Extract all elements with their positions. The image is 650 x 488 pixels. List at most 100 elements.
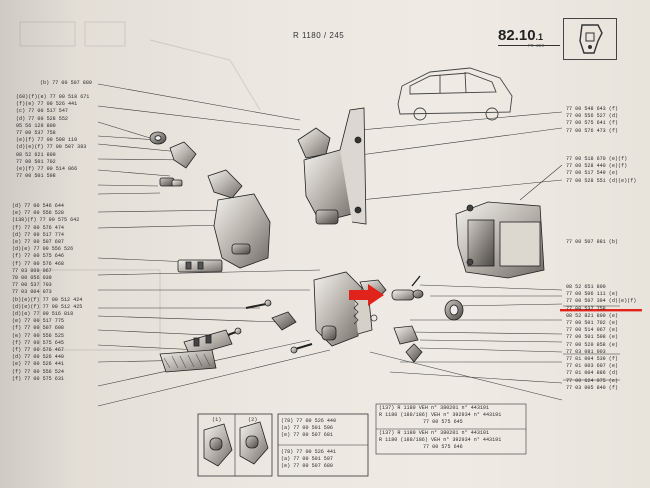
ref-item: (d) 77 00 517 774 xyxy=(12,231,64,238)
ref-item: 77 03 005 840 (f) xyxy=(566,384,618,391)
ref-item: (e) 77 00 556 525 xyxy=(12,332,64,339)
ref-item: 77 00 548 643 (f) xyxy=(566,106,618,112)
ref-item: 70 00 056 039 xyxy=(12,275,52,282)
ref-item: (e) 77 00 517 775 xyxy=(12,318,64,325)
ref-item: R 1180 (188/186) VEH n° 392934 n° 443191 xyxy=(379,412,502,419)
ref-item: 08 52 621 800 xyxy=(16,151,56,158)
ref-item: 05 56 129 800 xyxy=(16,122,56,129)
right-top-ref-column: 77 00 518 670 (e)(f) 77 00 528 440 (e)(f… xyxy=(566,156,636,185)
ref-item: (60)(f)(e) 77 00 518 671 xyxy=(16,94,90,100)
ref-item: 77 00 507 681 xyxy=(293,432,333,439)
ref-item: 77 00 501 702 xyxy=(16,158,56,165)
bottom-ref-box-left: (78) 77 00 526 441 (a) 77 00 501 597 (e)… xyxy=(281,449,336,471)
ref-item: (137) R 1180 VEH n° 380201 n° 443191 xyxy=(379,430,490,436)
ref-item: (d)(e)(f) 77 00 507 383 xyxy=(16,144,87,151)
striker-plate xyxy=(455,201,545,279)
ref-item: (e) 77 00 526 441 xyxy=(12,361,64,368)
ref-item: (f) 77 00 575 646 xyxy=(12,253,64,260)
bottom-latch-variants xyxy=(203,421,269,467)
ref-item: 77 03 081 003 xyxy=(566,348,606,355)
variant-label-2: (2) xyxy=(248,417,258,423)
ref-tag: (78) xyxy=(281,418,294,424)
header-rule xyxy=(498,45,560,46)
ref-tag: (e) xyxy=(281,463,291,470)
ref-item: (d) 77 00 528 552 xyxy=(16,115,68,122)
ref-item: (137) R 1180 VEH n° 380201 n° 443191 xyxy=(379,405,490,411)
ref-item: 77 00 537 758 xyxy=(16,130,56,137)
variant-label-1: (1) xyxy=(212,417,222,423)
ref-item: (f)(e) 77 00 526 441 xyxy=(16,101,78,108)
ref-item: (f) 77 00 576 474 xyxy=(12,224,64,231)
ref-item: (d)(e) 77 00 556 526 xyxy=(12,246,74,253)
ref-item: 77 03 004 073 xyxy=(12,289,52,296)
ref-item: 77 00 517 549 (e) xyxy=(566,170,618,177)
ref-item: 77 00 518 670 (e)(f) xyxy=(566,156,628,162)
ref-item: (d)(e)(f) 77 00 512 425 xyxy=(12,303,83,310)
car-silhouette-icon xyxy=(397,67,513,121)
ref-tag: (78) xyxy=(281,449,294,455)
right-top-ref-column: 77 00 507 881 (b) xyxy=(566,239,618,246)
ref-item: 77 00 556 527 (d) xyxy=(566,113,618,120)
ref-item: (f) 77 00 575 645 xyxy=(12,339,64,346)
ref-item: 77 00 507 680 xyxy=(293,463,333,470)
page-number-sub: .1 xyxy=(535,32,544,42)
ref-item: (138)(f) 77 00 575 642 xyxy=(12,217,80,224)
ref-item: (b)(e)(f) 77 00 512 424 xyxy=(12,296,83,303)
highlight-underline xyxy=(560,309,642,312)
ref-item: (f) 77 00 576 467 xyxy=(12,347,64,354)
leader-lines-right xyxy=(359,111,563,401)
ref-item: (d) 77 00 526 440 xyxy=(12,354,64,361)
ref-item: (f) 77 00 575 631 xyxy=(12,375,64,382)
ref-item: 77 00 507 394 (d)(e)(f) xyxy=(566,298,637,305)
ref-item: (f) 77 00 576 468 xyxy=(12,260,64,267)
ref-item: 77 01 003 607 (e) xyxy=(566,363,618,370)
lock-parts-top-left xyxy=(149,131,271,273)
ref-item: 77 00 514 067 (e) xyxy=(566,327,618,334)
ref-tag: (a) xyxy=(281,456,291,463)
ref-item: 08 52 651 800 xyxy=(566,284,606,290)
ref-tag: (e) xyxy=(281,432,291,439)
ref-item: (d) 77 00 546 644 xyxy=(12,203,64,209)
page-note: PR 380 xyxy=(528,44,545,49)
ref-item: 77 00 575 641 (f) xyxy=(566,120,618,127)
ref-item: 08 52 821 800 (e) xyxy=(566,312,618,319)
ref-item: 77 00 537 703 xyxy=(12,282,52,289)
ref-item: 77 00 506 111 (e) xyxy=(566,291,618,298)
ref-item: 77 00 501 702 (e) xyxy=(566,320,618,327)
bottom-ref-box-right: (137) R 1180 VEH n° 380201 n° 443191 R 1… xyxy=(379,405,501,427)
right-top-ref-column: 77 00 548 643 (f) 77 00 556 527 (d) 77 0… xyxy=(566,106,618,135)
ref-item: 77 00 520 858 (e) xyxy=(566,341,618,348)
ref-item: 77 03 009 067 xyxy=(12,267,52,274)
ref-item: 77 00 575 646 xyxy=(423,444,463,451)
bleed-through-artwork xyxy=(19,21,261,351)
ref-item: R 1180 (188/186) VEH n° 392934 n° 443191 xyxy=(379,437,502,444)
bottom-ref-box-right: (137) R 1180 VEH n° 380201 n° 443191 R 1… xyxy=(379,430,501,452)
lock-bracket-top xyxy=(297,107,367,225)
ref-item: (e) 77 00 507 607 xyxy=(12,239,64,246)
ref-item: (f) 77 00 556 524 xyxy=(12,368,64,375)
ref-item: 77 00 501 598 xyxy=(16,173,56,180)
ref-item: 77 00 507 881 (b) xyxy=(566,239,618,245)
ref-item: (c) 77 00 517 547 xyxy=(16,108,68,115)
model-reference: R 1180 / 245 xyxy=(293,31,345,40)
ref-item: (b) 77 00 507 880 xyxy=(40,80,92,86)
highlight-arrow-icon xyxy=(349,284,384,306)
ref-item: 77 00 624 075 (e) xyxy=(566,377,618,384)
ref-item: 77 00 576 473 (f) xyxy=(566,127,618,134)
ref-item: 77 00 526 440 xyxy=(296,418,337,424)
ref-item: 77 01 004 539 (f) xyxy=(566,356,618,363)
left-ref-column: (b) 77 00 507 880 xyxy=(40,80,92,87)
page-number-main: 82.10 xyxy=(498,27,536,44)
ref-item: 77 00 528 551 (d)(e)(f) xyxy=(566,177,637,184)
ref-item: (e)(f) 77 00 514 066 xyxy=(16,166,78,173)
ref-item: (f) 77 00 507 608 xyxy=(12,325,64,332)
ref-item: 77 00 501 598 (e) xyxy=(566,334,618,341)
ref-item: 77 00 537 758 xyxy=(566,305,606,312)
ref-item: (e) 77 00 556 528 xyxy=(12,210,64,217)
bottom-ref-box-left: (78) 77 00 526 440 (a) 77 00 501 596 (e)… xyxy=(281,418,336,440)
ref-item: 77 01 004 886 (d) xyxy=(566,370,618,377)
lock-thumbnail-icon xyxy=(579,24,603,54)
part-thumbnail-frame xyxy=(563,18,617,60)
right-mid-ref-column: 08 52 651 800 77 00 506 111 (e) 77 00 50… xyxy=(566,284,636,392)
